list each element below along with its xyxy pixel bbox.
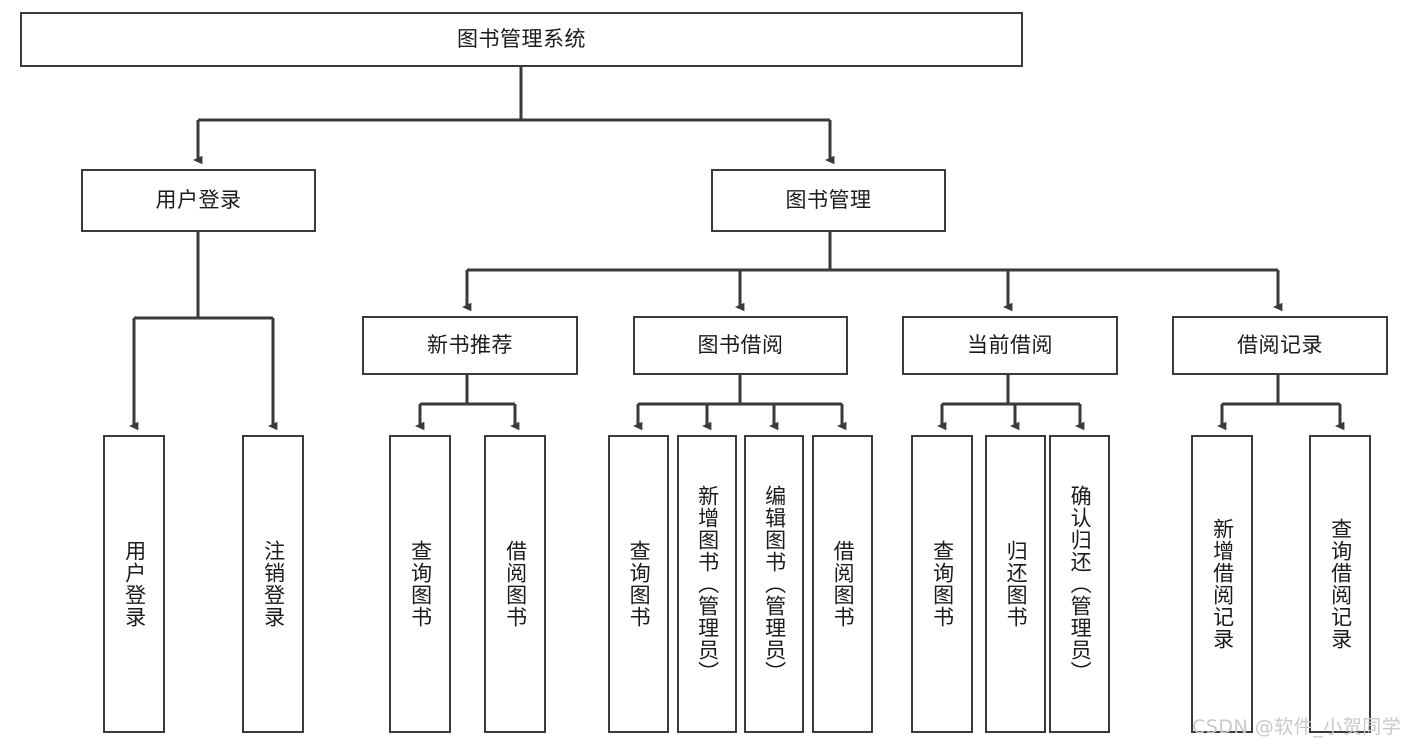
node-leaf-query-record-label: 查询借阅记录 bbox=[1328, 518, 1353, 650]
wire-group-root bbox=[193, 67, 835, 165]
node-user-login[interactable]: 用户登录 bbox=[81, 169, 316, 232]
node-leaf-borrow-book-2[interactable]: 借阅图书 bbox=[812, 435, 873, 733]
node-leaf-logout[interactable]: 注销登录 bbox=[242, 435, 304, 733]
node-leaf-confirm-return[interactable]: 确认归还（管理员） bbox=[1049, 435, 1110, 733]
wire-group-current-borrow bbox=[937, 375, 1085, 431]
wire-group-user-login bbox=[129, 232, 278, 431]
node-leaf-borrow-book-1[interactable]: 借阅图书 bbox=[484, 435, 546, 733]
node-leaf-add-book-label: 新增图书（管理员） bbox=[695, 485, 720, 683]
node-leaf-borrow-book-2-label: 借阅图书 bbox=[831, 540, 856, 628]
node-leaf-query-book-3-label: 查询图书 bbox=[930, 540, 955, 628]
node-leaf-borrow-book-1-label: 借阅图书 bbox=[503, 540, 528, 628]
node-new-book-recommend[interactable]: 新书推荐 bbox=[362, 316, 578, 375]
node-leaf-query-book-3[interactable]: 查询图书 bbox=[911, 435, 973, 733]
node-book-management-label: 图书管理 bbox=[785, 188, 872, 213]
node-leaf-return-book[interactable]: 归还图书 bbox=[985, 435, 1046, 733]
node-root-label: 图书管理系统 bbox=[457, 27, 586, 52]
node-borrow-record-label: 借阅记录 bbox=[1237, 333, 1323, 358]
node-leaf-edit-book[interactable]: 编辑图书（管理员） bbox=[744, 435, 804, 733]
node-leaf-return-book-label: 归还图书 bbox=[1004, 540, 1029, 628]
node-leaf-logout-label: 注销登录 bbox=[261, 540, 286, 628]
node-leaf-query-book-1[interactable]: 查询图书 bbox=[389, 435, 451, 733]
node-leaf-confirm-return-label: 确认归还（管理员） bbox=[1068, 485, 1093, 683]
node-new-book-recommend-label: 新书推荐 bbox=[427, 333, 513, 358]
node-current-borrow[interactable]: 当前借阅 bbox=[902, 316, 1118, 375]
node-leaf-user-login-label: 用户登录 bbox=[122, 540, 147, 628]
node-leaf-add-record-label: 新增借阅记录 bbox=[1210, 518, 1235, 650]
node-book-borrow[interactable]: 图书借阅 bbox=[633, 316, 848, 375]
node-root[interactable]: 图书管理系统 bbox=[20, 12, 1023, 67]
node-leaf-query-book-2[interactable]: 查询图书 bbox=[608, 435, 669, 733]
node-borrow-record[interactable]: 借阅记录 bbox=[1172, 316, 1388, 375]
node-user-login-label: 用户登录 bbox=[155, 188, 242, 213]
wire-group-new-book-recommend bbox=[415, 375, 520, 431]
node-book-management[interactable]: 图书管理 bbox=[711, 169, 946, 232]
node-leaf-add-book[interactable]: 新增图书（管理员） bbox=[677, 435, 737, 733]
wire-group-book-management bbox=[462, 232, 1283, 312]
watermark: CSDN @软件_小贺同学 bbox=[1192, 716, 1402, 738]
node-current-borrow-label: 当前借阅 bbox=[967, 333, 1053, 358]
wire-group-book-borrow bbox=[633, 375, 847, 431]
node-leaf-user-login[interactable]: 用户登录 bbox=[103, 435, 165, 733]
node-book-borrow-label: 图书借阅 bbox=[697, 333, 784, 358]
wire-group-borrow-record bbox=[1217, 375, 1345, 431]
node-leaf-edit-book-label: 编辑图书（管理员） bbox=[762, 485, 787, 683]
node-leaf-query-book-1-label: 查询图书 bbox=[408, 540, 433, 628]
node-leaf-query-book-2-label: 查询图书 bbox=[627, 540, 652, 628]
node-leaf-add-record[interactable]: 新增借阅记录 bbox=[1191, 435, 1253, 733]
node-leaf-query-record[interactable]: 查询借阅记录 bbox=[1309, 435, 1371, 733]
